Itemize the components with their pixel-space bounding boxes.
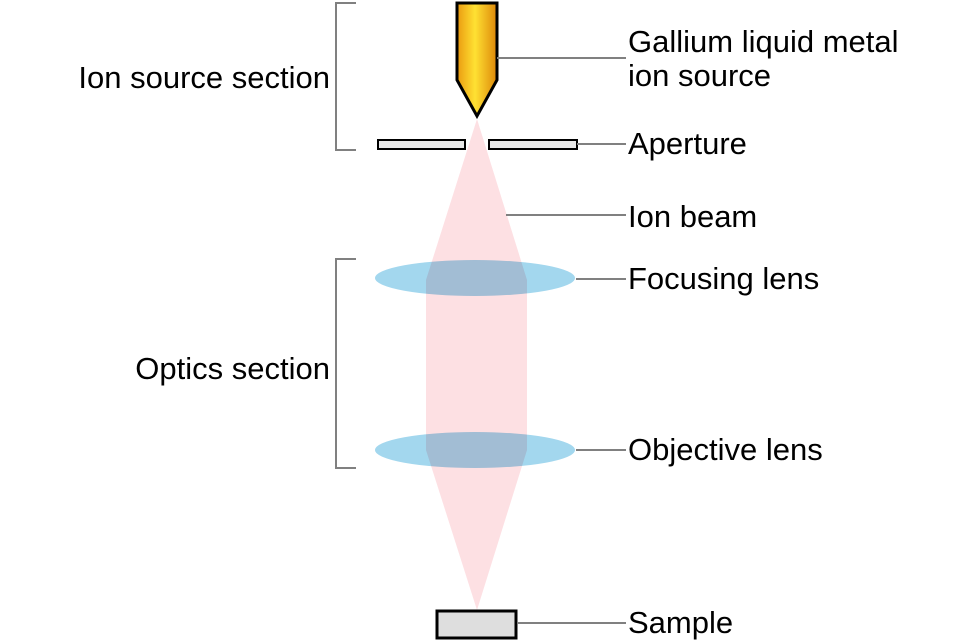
optics-section-label: Optics section	[135, 351, 330, 386]
sample-label: Sample	[628, 605, 734, 640]
ion-source-section-label: Ion source section	[78, 60, 330, 95]
ion-source-label-line2: ion source	[628, 58, 772, 93]
focusing-lens-label: Focusing lens	[628, 261, 820, 296]
ion-source-emitter-shape	[455, 1, 499, 120]
aperture-right-plate	[488, 139, 578, 150]
ion-beam-shape	[426, 119, 527, 610]
ion-beam-label: Ion beam	[628, 199, 758, 234]
optics-section-bracket	[335, 258, 356, 469]
sample-shape	[435, 609, 518, 640]
focusing-lens-shape	[375, 260, 575, 296]
ion-source-label: Gallium liquid metal ion source	[628, 25, 899, 93]
ion-source-section-bracket	[335, 2, 356, 151]
ion-source-label-line1: Gallium liquid metal	[628, 24, 899, 59]
aperture-left-plate	[377, 139, 466, 150]
objective-lens-label: Objective lens	[628, 432, 823, 467]
aperture-label: Aperture	[628, 126, 747, 161]
objective-lens-shape	[375, 432, 575, 468]
